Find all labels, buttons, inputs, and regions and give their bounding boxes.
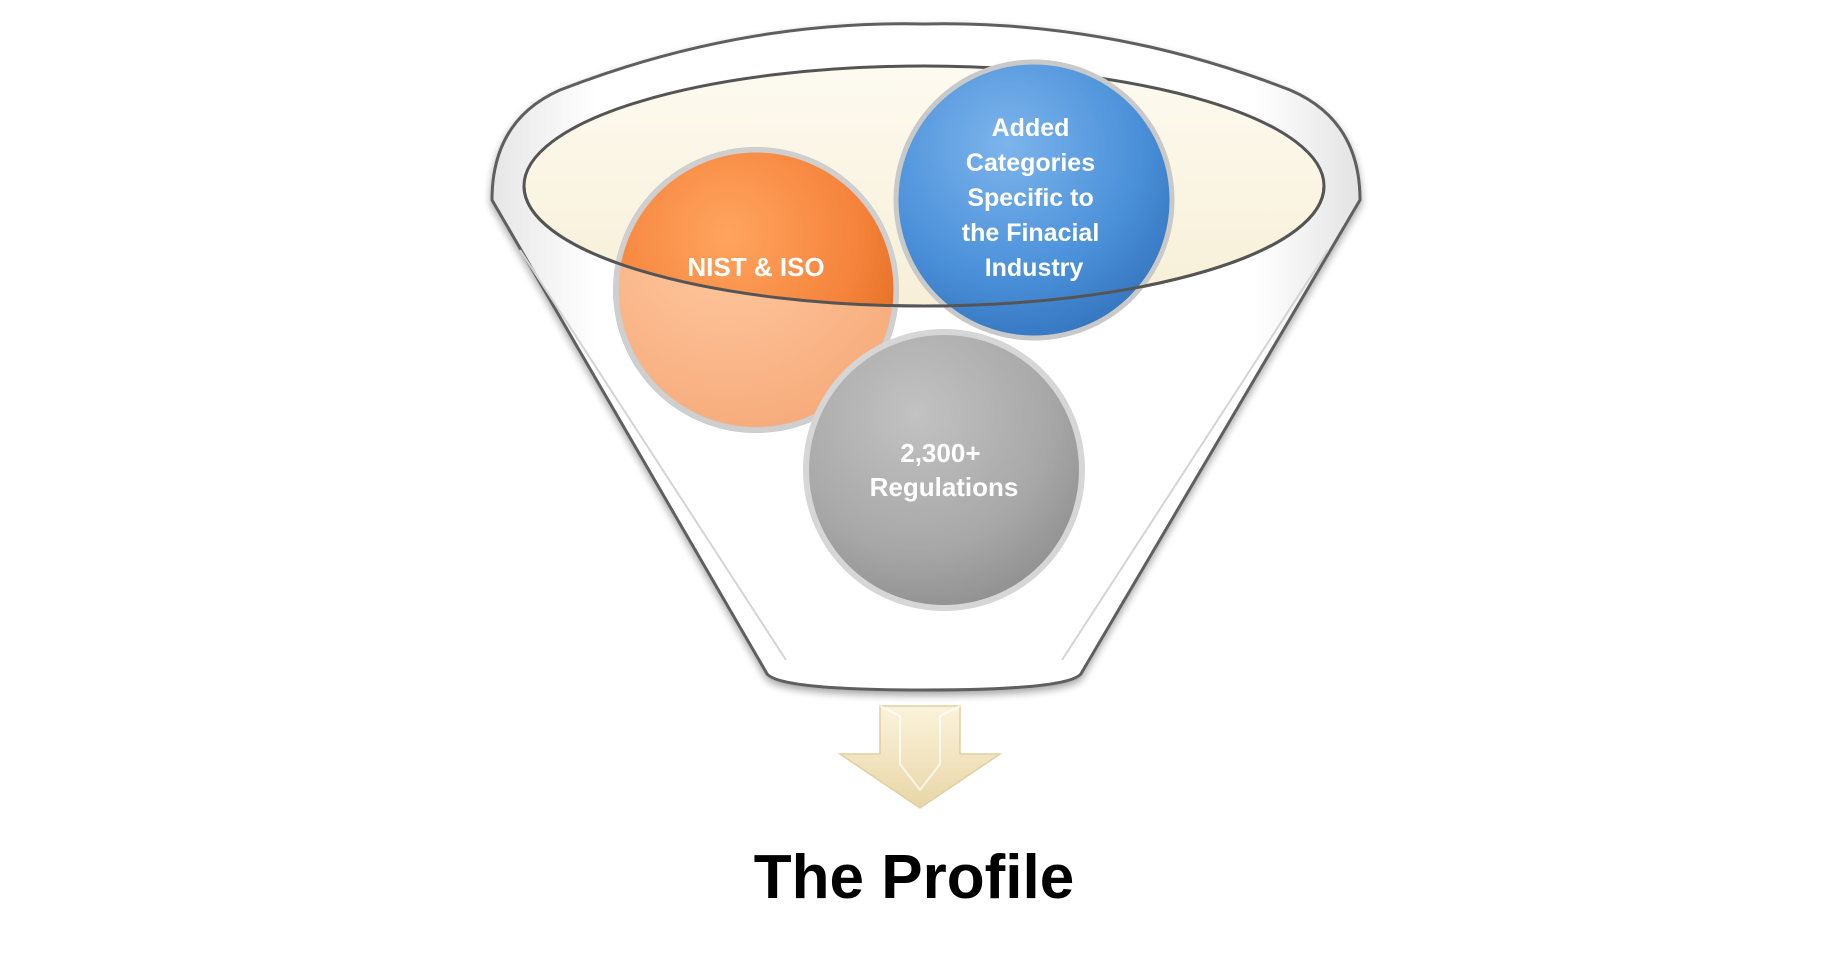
nist-iso-label: NIST & ISO — [687, 252, 824, 282]
funnel-inner-wall — [519, 249, 1329, 661]
regulations-label: 2,300+ Regulations — [870, 438, 1019, 502]
regulations-circle: 2,300+ Regulations — [803, 329, 1085, 611]
down-arrow-icon — [837, 705, 1003, 809]
financial-categories-label: Added Categories Specific to the Finacia… — [962, 114, 1107, 282]
funnel-rim-front-edge — [522, 185, 1326, 308]
financial-categories-circle: Added Categories Specific to the Finacia… — [893, 59, 1175, 341]
nist-iso-circle: NIST & ISO — [613, 147, 899, 433]
output-title: The Profile — [754, 843, 1074, 912]
